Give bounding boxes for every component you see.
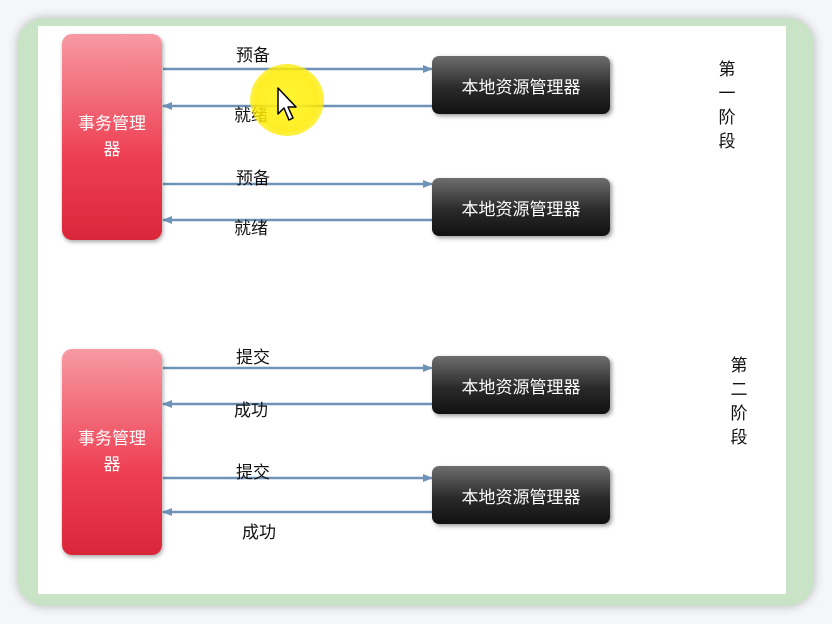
msg-success-1: 成功 — [234, 401, 268, 421]
msg-commit-1: 提交 — [236, 348, 270, 368]
phase2-char-2: 二 — [730, 380, 748, 400]
phase2-label: 第 二 阶 段 — [728, 354, 750, 450]
resource-manager-4: 本地资源管理器 — [432, 466, 610, 524]
transaction-manager-phase1: 事务管理器 — [62, 34, 162, 240]
msg-ready-2: 就绪 — [234, 219, 268, 239]
phase1-char-4: 段 — [718, 132, 736, 152]
phase1-label: 第 一 阶 段 — [716, 58, 738, 154]
transaction-manager-phase2: 事务管理器 — [62, 349, 162, 555]
msg-prepare-1: 预备 — [236, 46, 270, 66]
slide-canvas — [38, 26, 786, 594]
resource-manager-2: 本地资源管理器 — [432, 178, 610, 236]
msg-commit-2: 提交 — [236, 463, 270, 483]
msg-success-2: 成功 — [242, 523, 276, 543]
phase2-char-1: 第 — [730, 356, 748, 376]
phase1-char-1: 第 — [718, 60, 736, 80]
transaction-manager-label: 事务管理器 — [78, 114, 146, 160]
phase1-char-3: 阶 — [718, 108, 736, 128]
transaction-manager-label: 事务管理器 — [78, 429, 146, 475]
phase2-char-3: 阶 — [730, 404, 748, 424]
phase1-char-2: 一 — [718, 84, 736, 104]
resource-manager-3: 本地资源管理器 — [432, 356, 610, 414]
phase2-char-4: 段 — [730, 428, 748, 448]
mouse-pointer-icon — [277, 87, 297, 121]
resource-manager-1: 本地资源管理器 — [432, 56, 610, 114]
msg-prepare-2: 预备 — [236, 169, 270, 189]
